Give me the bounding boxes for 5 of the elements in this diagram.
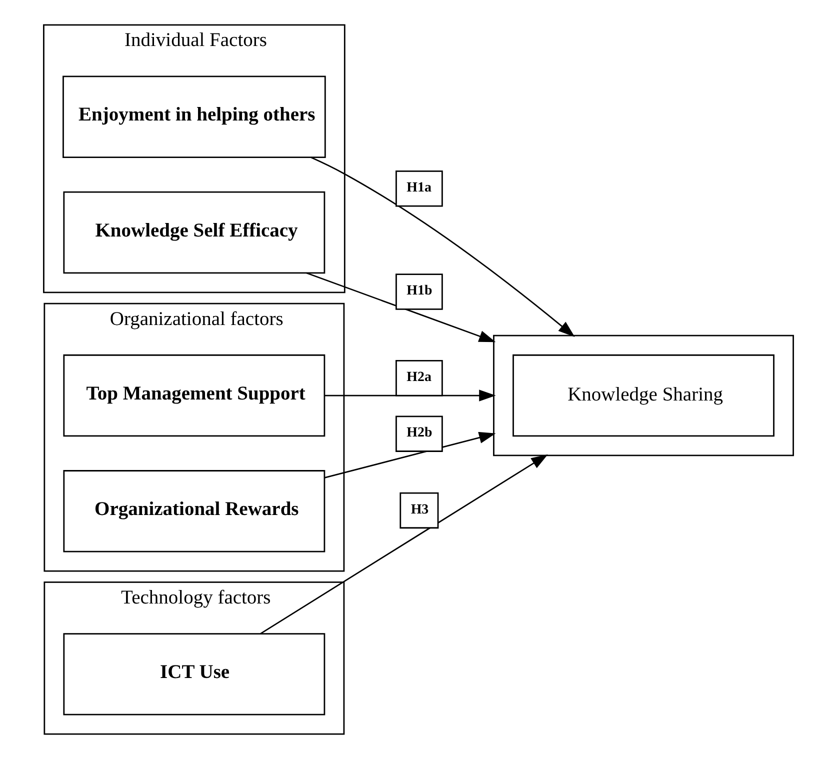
edge-label: H1b (406, 284, 432, 299)
edge-label: H1a (406, 180, 432, 196)
edge-label: H2b (406, 426, 432, 441)
edge-label: H2a (406, 370, 432, 385)
edge-label: H3 (410, 502, 429, 518)
